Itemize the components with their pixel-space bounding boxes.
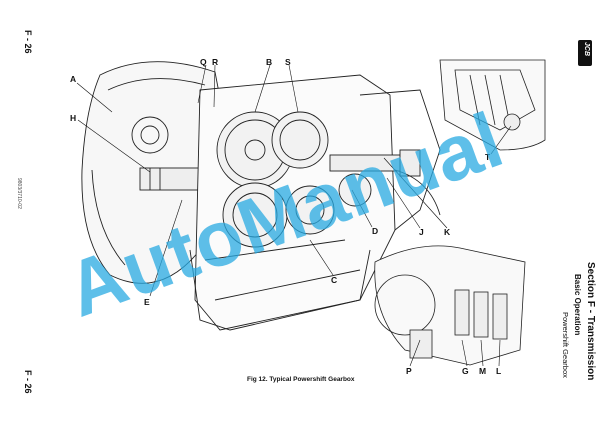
callout-c: C — [331, 275, 337, 285]
jcb-logo: JCB — [578, 40, 592, 66]
callout-d: D — [372, 226, 378, 236]
callout-m: M — [479, 366, 486, 376]
callout-p: P — [406, 366, 412, 376]
callout-h: H — [70, 113, 76, 123]
callout-q: Q — [200, 57, 207, 67]
callout-g: G — [462, 366, 469, 376]
callout-t: T — [485, 152, 491, 162]
callout-e: E — [144, 297, 150, 307]
callout-a: A — [70, 74, 76, 84]
figure-caption: Fig 12. Typical Powershift Gearbox — [247, 376, 355, 383]
callout-s: S — [285, 57, 291, 67]
callout-k: K — [444, 227, 451, 237]
callout-r: R — [212, 57, 218, 67]
callout-j: J — [419, 227, 424, 237]
callout-l: L — [496, 366, 501, 376]
callout-b: B — [266, 57, 272, 67]
